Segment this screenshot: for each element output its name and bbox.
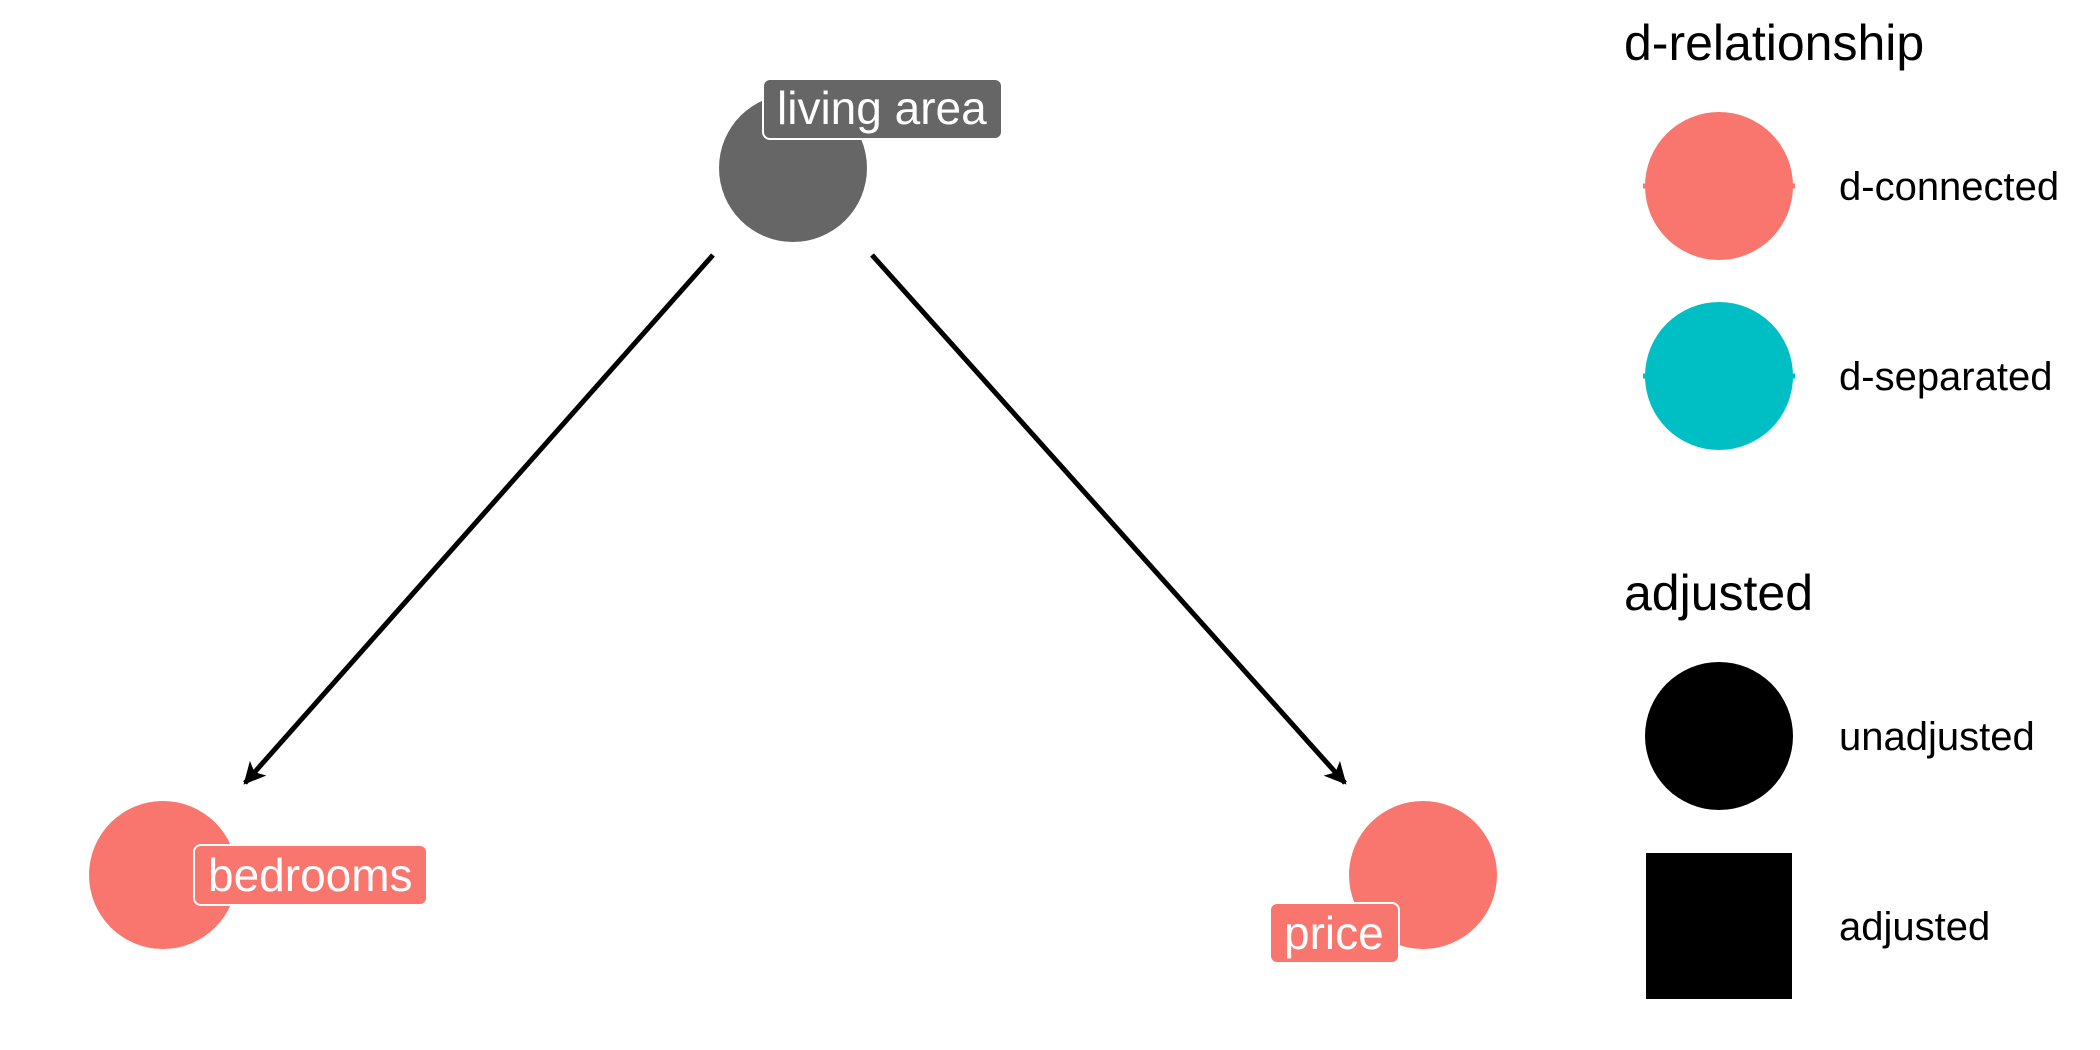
node-labels: living area bedrooms price — [193, 78, 1400, 964]
legend-key-unadjusted — [1645, 662, 1793, 810]
legend-d-relationship: d-relationship d-connected d-separated — [1624, 15, 2059, 450]
label-price-text: price — [1284, 907, 1384, 959]
label-bedrooms: bedrooms — [193, 844, 428, 906]
edges — [243, 253, 1347, 785]
legend-key-adjusted — [1646, 853, 1792, 999]
nodes — [89, 94, 1497, 949]
legend-label-d-separated: d-separated — [1839, 355, 2052, 399]
legend-adjusted-title: adjusted — [1624, 565, 1813, 621]
edge-living-area-to-bedrooms — [243, 253, 715, 785]
label-price: price — [1269, 902, 1400, 964]
legend-d-relationship-title: d-relationship — [1624, 15, 1924, 71]
legend-item-adjusted: adjusted — [1646, 853, 1990, 999]
legend-label-d-connected: d-connected — [1839, 165, 2059, 209]
legend-label-adjusted: adjusted — [1839, 905, 1990, 949]
legend-adjusted: adjusted unadjusted adjusted — [1624, 565, 2035, 999]
label-bedrooms-text: bedrooms — [208, 849, 413, 901]
node-bedrooms — [89, 801, 237, 949]
label-living-area: living area — [762, 78, 1003, 140]
label-living-area-text: living area — [777, 82, 987, 134]
legend-label-unadjusted: unadjusted — [1839, 715, 2035, 759]
edge-living-area-to-price — [870, 253, 1347, 785]
legend-item-unadjusted: unadjusted — [1645, 662, 2035, 810]
legend-item-d-separated: d-separated — [1643, 302, 2052, 450]
legend-item-d-connected: d-connected — [1643, 112, 2059, 260]
